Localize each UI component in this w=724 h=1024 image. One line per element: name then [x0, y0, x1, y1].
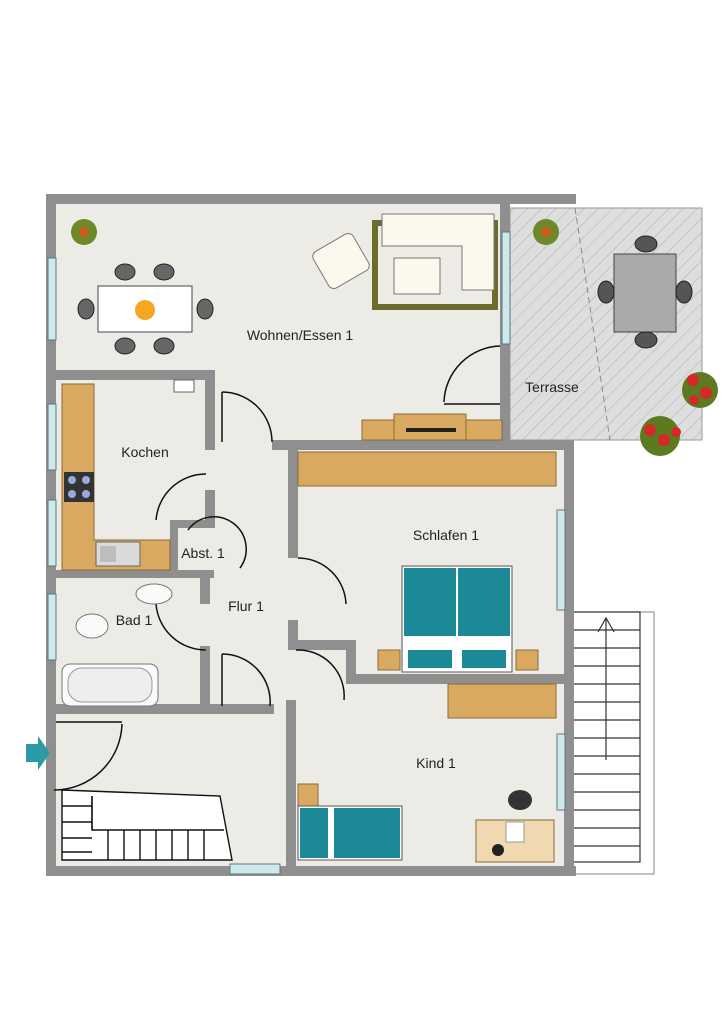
room-label-wohnen: Wohnen/Essen 1	[247, 327, 354, 343]
room-label-kind: Kind 1	[416, 755, 456, 771]
room-label-bad: Bad 1	[116, 612, 153, 628]
plant-icon	[71, 219, 559, 245]
room-label-schlafen: Schlafen 1	[413, 527, 479, 543]
washbasin-icon	[135, 583, 173, 605]
stove-icon	[64, 472, 94, 502]
sideboard	[361, 413, 503, 441]
room-label-flur: Flur 1	[228, 598, 264, 614]
exterior-stairs	[571, 611, 655, 875]
dining-table	[77, 263, 214, 355]
living-room-seating	[312, 213, 498, 310]
room-label-terrasse: Terrasse	[525, 379, 579, 395]
room-labels: Wohnen/Essen 1 Terrasse Kochen Abst. 1 S…	[116, 327, 579, 771]
bathroom-fixtures	[61, 583, 173, 707]
toilet-icon	[75, 613, 109, 639]
windows	[47, 231, 566, 875]
bedroom-furniture	[297, 451, 557, 673]
terrace-table	[597, 235, 693, 349]
room-label-abst: Abst. 1	[181, 545, 225, 561]
flower-pot-icon	[640, 372, 718, 456]
room-label-kochen: Kochen	[121, 444, 168, 460]
kitchen-counter	[61, 379, 195, 571]
doors	[53, 345, 501, 791]
kids-room-furniture	[297, 683, 557, 863]
interior-stairs	[61, 789, 233, 861]
entry-arrow-icon	[26, 736, 50, 770]
